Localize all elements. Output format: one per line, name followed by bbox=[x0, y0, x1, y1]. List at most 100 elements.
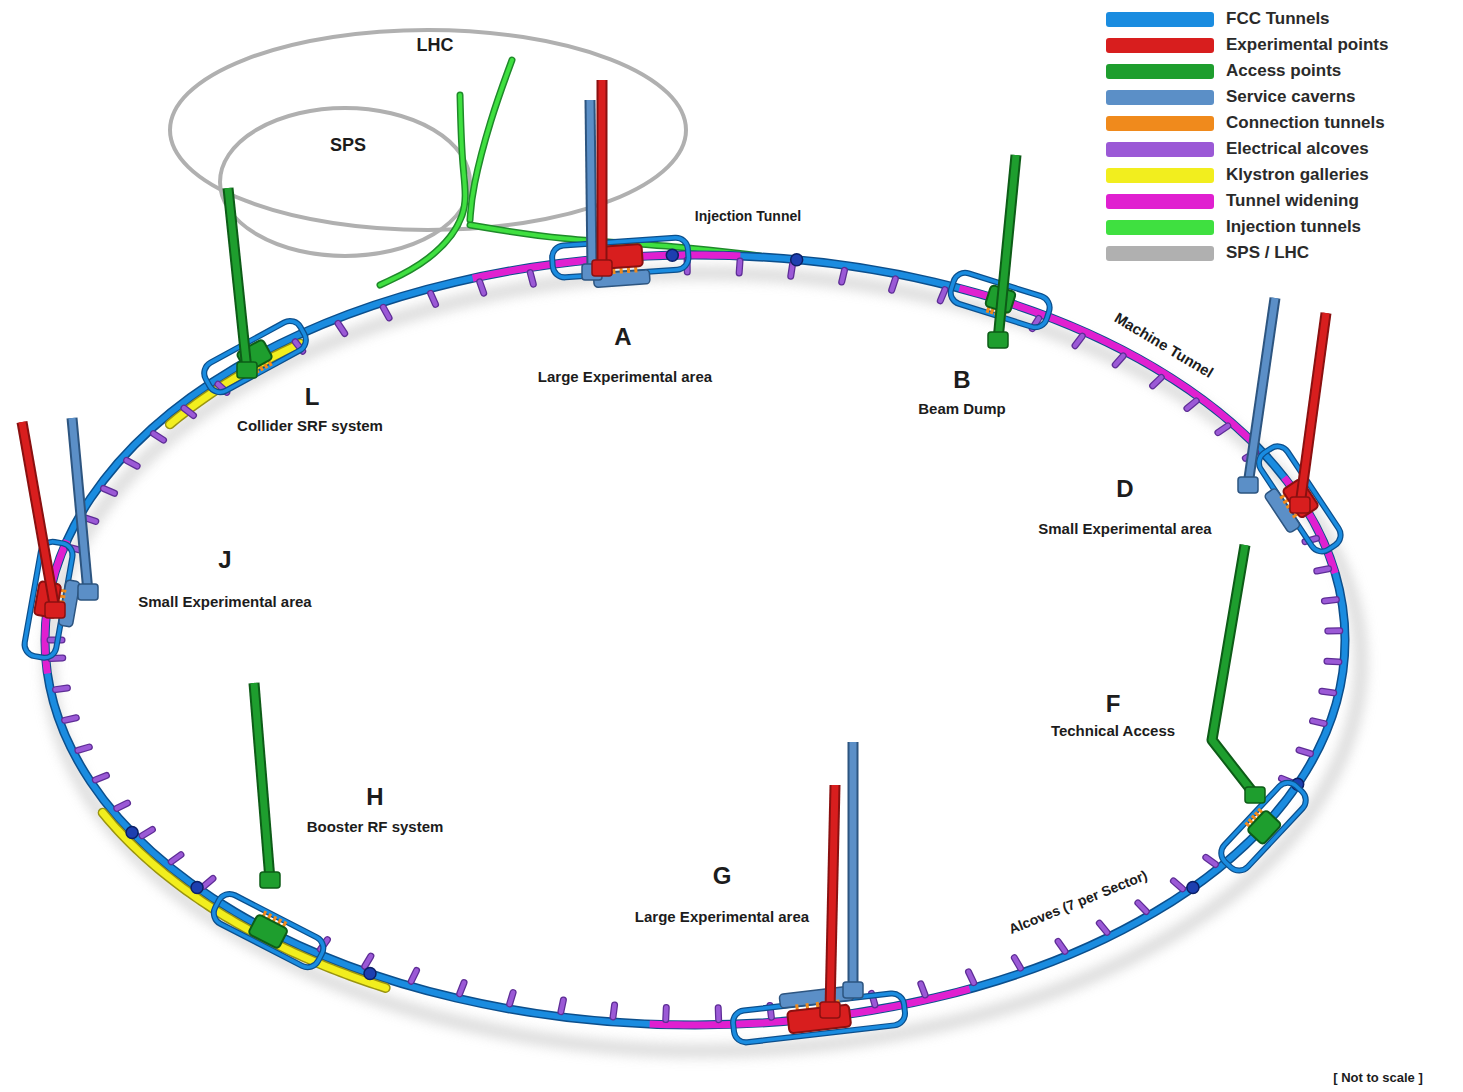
alcove bbox=[480, 282, 484, 293]
shaft-outline bbox=[254, 683, 270, 880]
cavern-group bbox=[730, 980, 906, 1043]
area-label: Large Experimental area bbox=[535, 368, 715, 385]
shaft-outline bbox=[228, 188, 247, 370]
alcove bbox=[1322, 691, 1334, 693]
legend-text: SPS / LHC bbox=[1226, 243, 1309, 263]
alcove bbox=[530, 273, 533, 285]
alcove bbox=[663, 1008, 668, 1020]
legend-swatch bbox=[1106, 168, 1214, 183]
alcove bbox=[1218, 426, 1228, 433]
alcove bbox=[65, 718, 77, 721]
alcove bbox=[1075, 336, 1082, 346]
alcove bbox=[184, 408, 194, 415]
legend-swatch bbox=[1106, 194, 1214, 209]
point-letter: A bbox=[614, 323, 631, 351]
alcove bbox=[127, 460, 138, 466]
shaft-outline bbox=[1300, 313, 1326, 505]
alcove bbox=[940, 290, 945, 301]
legend-row: Service caverns bbox=[1106, 84, 1388, 110]
alcove bbox=[103, 488, 114, 493]
cavern bbox=[1247, 810, 1282, 845]
alcove bbox=[56, 688, 68, 690]
alcove bbox=[530, 273, 533, 285]
shaft-outline bbox=[22, 422, 55, 610]
legend-row: Tunnel widening bbox=[1106, 188, 1388, 214]
alcove bbox=[411, 970, 416, 981]
alcove bbox=[510, 992, 513, 1003]
injection-tunnel-outline bbox=[380, 95, 465, 285]
shaft bbox=[1212, 545, 1255, 795]
ring-outline bbox=[45, 255, 1345, 1025]
point-letter: H bbox=[366, 783, 383, 811]
tunnel-junction bbox=[191, 881, 203, 893]
shaft bbox=[590, 100, 592, 272]
alcove bbox=[460, 983, 464, 994]
shaft bbox=[830, 785, 835, 1010]
alcove bbox=[1153, 377, 1162, 385]
alcove bbox=[921, 984, 925, 995]
electrical-alcoves bbox=[50, 260, 1340, 1020]
alcove bbox=[153, 434, 163, 441]
klystron-gallery bbox=[103, 813, 386, 988]
bypass-tunnel bbox=[551, 237, 689, 278]
alcove bbox=[1187, 401, 1196, 409]
legend-text: Tunnel widening bbox=[1226, 191, 1359, 211]
alcove bbox=[1206, 857, 1216, 864]
alcove bbox=[204, 879, 213, 887]
shaft-base bbox=[592, 260, 612, 276]
shaft bbox=[998, 155, 1016, 340]
alcove bbox=[1313, 721, 1325, 724]
legend-swatch bbox=[1106, 116, 1214, 131]
alcove bbox=[940, 290, 945, 301]
alcove bbox=[1115, 356, 1123, 365]
shaft-base bbox=[237, 362, 257, 378]
alcove bbox=[662, 1008, 670, 1020]
point-letter: G bbox=[713, 862, 732, 890]
bypass-tunnel bbox=[210, 890, 328, 972]
area-label: Injection Tunnel bbox=[695, 208, 801, 224]
alcove bbox=[737, 261, 742, 273]
cavern bbox=[787, 1004, 851, 1033]
alcove bbox=[1099, 923, 1107, 932]
alcove bbox=[171, 855, 181, 862]
alcove bbox=[1324, 600, 1336, 601]
shaft bbox=[254, 683, 270, 880]
point-letter: F bbox=[1106, 690, 1121, 718]
alcove bbox=[480, 282, 484, 293]
alcove bbox=[78, 747, 89, 750]
alcove bbox=[842, 270, 845, 282]
alcove bbox=[510, 992, 513, 1003]
alcove bbox=[1173, 881, 1182, 889]
shaft-outline bbox=[590, 100, 592, 272]
alcove bbox=[613, 1005, 615, 1017]
alcove bbox=[1138, 903, 1146, 912]
shaft bbox=[1248, 298, 1275, 485]
cavern-group bbox=[1244, 442, 1345, 563]
bypass-tunnel bbox=[1254, 442, 1345, 556]
legend-text: Injection tunnels bbox=[1226, 217, 1361, 237]
shaft-outline bbox=[597, 80, 608, 268]
alcove bbox=[1322, 691, 1334, 693]
shaft bbox=[228, 188, 247, 370]
cavern-group bbox=[1216, 778, 1310, 876]
shaft-base bbox=[843, 982, 863, 998]
shaft bbox=[599, 80, 606, 268]
klystron-gallery bbox=[103, 813, 386, 988]
injection-tunnel bbox=[470, 60, 512, 220]
area-label: [ Not to scale ] bbox=[1333, 1071, 1423, 1086]
alcove bbox=[561, 1000, 563, 1012]
legend-swatch bbox=[1106, 12, 1214, 27]
legend-swatch bbox=[1106, 220, 1214, 235]
tunnel-junction bbox=[666, 249, 678, 261]
point-letter: B bbox=[953, 366, 970, 394]
legend-row: Klystron galleries bbox=[1106, 162, 1388, 188]
alcove bbox=[431, 293, 436, 304]
shaft-base bbox=[1290, 497, 1310, 513]
sps-ring bbox=[220, 108, 470, 256]
legend-swatch bbox=[1106, 64, 1214, 79]
alcove bbox=[1014, 958, 1020, 968]
shaft-outline bbox=[848, 742, 859, 990]
alcove bbox=[1075, 336, 1082, 346]
alcove bbox=[1324, 600, 1336, 601]
